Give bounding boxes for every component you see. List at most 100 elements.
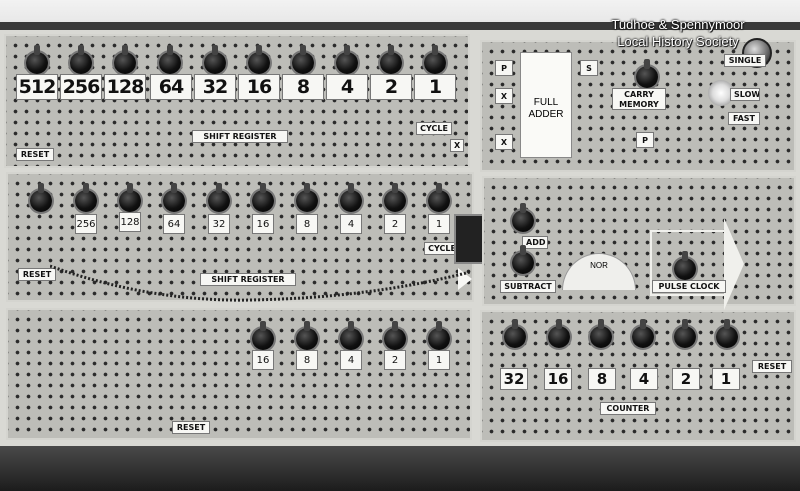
- toggle-switch[interactable]: [340, 321, 362, 350]
- toggle-switch[interactable]: [296, 183, 318, 212]
- add-switch[interactable]: [512, 203, 534, 232]
- bit-label-2: 2: [384, 214, 406, 234]
- toggle-switch[interactable]: [114, 45, 136, 74]
- carry-memory-switch[interactable]: [636, 59, 658, 88]
- toggle-switch[interactable]: [70, 45, 92, 74]
- speed-lamp: [708, 80, 734, 106]
- toggle-switch[interactable]: [340, 183, 362, 212]
- full-adder-label-line1: FULL: [533, 97, 559, 108]
- coiled-cable: [50, 264, 470, 302]
- bit-label-32: 32: [208, 214, 230, 234]
- reset-label: RESET: [16, 148, 54, 161]
- bit-label-2: 2: [370, 74, 412, 100]
- bit-label-16: 16: [238, 74, 280, 100]
- toggle-switch[interactable]: [428, 183, 450, 212]
- x-input-label-2: X: [495, 134, 513, 150]
- carry-memory-line2: MEMORY: [619, 100, 659, 109]
- toggle-switch[interactable]: [380, 45, 402, 74]
- bit-label-32: 32: [194, 74, 236, 100]
- watermark-line2: Local History Society: [617, 34, 739, 49]
- bit-label-8: 8: [282, 74, 324, 100]
- bit-label-256: 256: [60, 74, 102, 100]
- bit-label-4: 4: [326, 74, 368, 100]
- subtract-label: SUBTRACT: [500, 280, 556, 293]
- p-carry-label: P: [636, 132, 654, 148]
- counter-bit-4: 4: [630, 368, 658, 390]
- toggle-switch[interactable]: [424, 45, 446, 74]
- toggle-switch[interactable]: [204, 45, 226, 74]
- counter-bit-1: 1: [712, 368, 740, 390]
- watermark-line1: Tudhoe & Spennymoor: [611, 17, 745, 32]
- toggle-switch[interactable]: [252, 183, 274, 212]
- bit-label-1: 1: [414, 74, 456, 100]
- bit-label-128: 128: [104, 74, 146, 100]
- slow-label: SLOW: [730, 88, 760, 101]
- fast-label: FAST: [728, 112, 760, 125]
- bit-label-16: 16: [252, 350, 274, 370]
- subtract-switch[interactable]: [512, 245, 534, 274]
- counter-bit-2: 2: [672, 368, 700, 390]
- toggle-switch[interactable]: [119, 183, 141, 212]
- x-input-label: X: [495, 88, 513, 104]
- p-input-label: P: [495, 60, 513, 76]
- reset-label: RESET: [172, 421, 210, 434]
- counter-bit-32: 32: [500, 368, 528, 390]
- toggle-switch[interactable]: [208, 183, 230, 212]
- full-adder-label-line2: ADDER: [528, 109, 564, 120]
- toggle-switch[interactable]: [292, 45, 314, 74]
- toggle-switch[interactable]: [252, 321, 274, 350]
- toggle-switch[interactable]: [30, 183, 52, 212]
- shift-register-label: SHIFT REGISTER: [200, 273, 296, 286]
- bit-label-64: 64: [150, 74, 192, 100]
- counter-bit-8: 8: [588, 368, 616, 390]
- toggle-switch[interactable]: [296, 321, 318, 350]
- pulse-clock-switch[interactable]: [674, 251, 696, 280]
- toggle-switch[interactable]: [716, 319, 738, 348]
- bit-label-16: 16: [252, 214, 274, 234]
- bit-label-1: 1: [428, 350, 450, 370]
- bit-label-128: 128: [119, 212, 141, 232]
- bit-label-8: 8: [296, 350, 318, 370]
- toggle-switch[interactable]: [428, 321, 450, 350]
- toggle-switch[interactable]: [504, 319, 526, 348]
- reset-label: RESET: [18, 268, 56, 281]
- s-output-label: S: [580, 60, 598, 76]
- toggle-switch[interactable]: [632, 319, 654, 348]
- pulse-clock-label: PULSE CLOCK: [652, 280, 726, 293]
- single-label: SINGLE: [724, 54, 766, 67]
- toggle-switch[interactable]: [336, 45, 358, 74]
- bit-label-64: 64: [163, 214, 185, 234]
- bit-label-1: 1: [428, 214, 450, 234]
- toggle-switch[interactable]: [248, 45, 270, 74]
- watermark: Tudhoe & Spennymoor Local History Societ…: [570, 16, 786, 50]
- counter-label: COUNTER: [600, 402, 656, 415]
- x-output-label: X: [450, 139, 464, 152]
- toggle-switch[interactable]: [674, 319, 696, 348]
- counter-reset-label: RESET: [752, 360, 792, 373]
- toggle-switch[interactable]: [75, 183, 97, 212]
- bit-label-256: 256: [75, 214, 97, 234]
- carry-memory-line1: CARRY: [624, 90, 654, 99]
- toggle-switch[interactable]: [159, 45, 181, 74]
- toggle-switch[interactable]: [384, 183, 406, 212]
- bit-label-4: 4: [340, 350, 362, 370]
- pulse-clock-arrow: [724, 218, 744, 310]
- counter-bit-16: 16: [544, 368, 572, 390]
- carry-memory-label: CARRY MEMORY: [612, 88, 666, 110]
- toggle-switch[interactable]: [163, 183, 185, 212]
- add-label: ADD: [522, 236, 548, 249]
- cycle-label: CYCLE: [416, 122, 452, 135]
- shift-register-label: SHIFT REGISTER: [192, 130, 288, 143]
- bit-label-2: 2: [384, 350, 406, 370]
- bit-label-8: 8: [296, 214, 318, 234]
- floor: [0, 446, 800, 491]
- full-adder-block: FULL ADDER: [520, 52, 572, 158]
- toggle-switch[interactable]: [384, 321, 406, 350]
- bit-label-4: 4: [340, 214, 362, 234]
- toggle-switch[interactable]: [590, 319, 612, 348]
- toggle-switch[interactable]: [548, 319, 570, 348]
- bottom-register-board: [6, 308, 472, 440]
- toggle-switch[interactable]: [26, 45, 48, 74]
- bit-label-512: 512: [16, 74, 58, 100]
